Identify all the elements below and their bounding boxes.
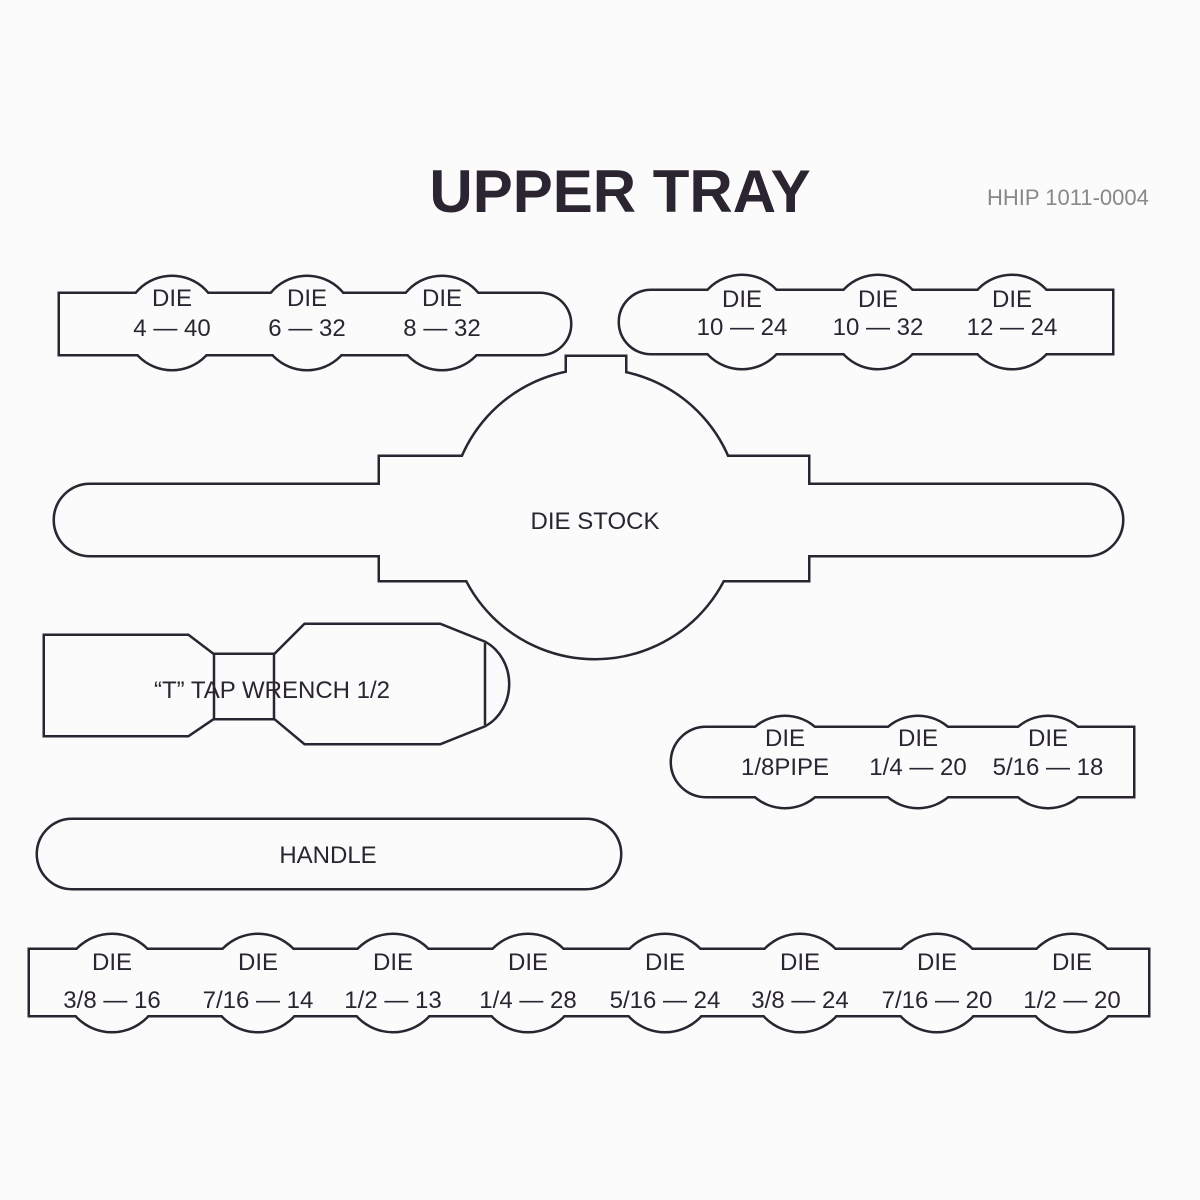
die-size: 12 — 24 [967,314,1058,341]
tray-title: UPPER TRAY [429,158,810,225]
die-slot-bottom-fill [480,935,576,1031]
die-slot-bottom-fill [752,935,848,1031]
die-label: DIE [238,949,278,976]
die-label: DIE [898,725,938,752]
die-size: 1/4 — 20 [869,754,966,781]
die-label: DIE [1052,949,1092,976]
die-size: 6 — 32 [268,315,345,342]
die-slot-bottom-fill [210,935,306,1031]
die-size: 4 — 40 [133,315,210,342]
die-slot-bottom-fill [64,935,160,1031]
die-size: 3/8 — 24 [751,987,848,1014]
die-slot-middle_right-fill [873,717,963,807]
die-slot-bottom-fill [889,935,985,1031]
die-slot-middle_right-fill [740,717,830,807]
die-size: 10 — 32 [833,314,924,341]
die-size: 5/16 — 24 [610,987,721,1014]
die-label: DIE [917,949,957,976]
die-slot-top_left-fill [261,277,353,369]
die-strip-top_right-end-fill [1050,291,1112,353]
die-label: DIE [780,949,820,976]
die-slot-bottom-fill [345,935,441,1031]
die-size: 3/8 — 16 [63,987,160,1014]
die-size: 1/2 — 20 [1023,987,1120,1014]
die-stock-tab-fill [567,357,625,397]
die-label: DIE [1028,725,1068,752]
die-strip-top_left-end-fill [60,294,120,354]
die-size: 5/16 — 18 [993,754,1104,781]
tap-wrench-label: “T” TAP WRENCH 1/2 [154,677,390,704]
die-label: DIE [287,285,327,312]
die-size: 8 — 32 [403,315,480,342]
part-number: HHIP 1011-0004 [987,185,1149,210]
die-slot-top_left-fill [396,277,488,369]
die-size: 1/4 — 28 [479,987,576,1014]
die-label: DIE [722,286,762,313]
die-label: DIE [508,949,548,976]
die-size: 7/16 — 20 [882,987,993,1014]
die-strip-middle_right-end-fill [1080,728,1133,796]
tap-wrench-fill [45,625,508,743]
die-label: DIE [858,286,898,313]
die-size: 10 — 24 [697,314,788,341]
die-stock-label: DIE STOCK [531,508,660,535]
die-label: DIE [152,285,192,312]
die-label: DIE [92,949,132,976]
handle-slot-fill [38,820,620,888]
die-slot-top_right-fill [696,276,788,368]
die-label: DIE [765,725,805,752]
die-slot-bottom-fill [1024,935,1120,1031]
die-slot-top_right-fill [966,276,1058,368]
die-label: DIE [422,285,462,312]
handle-label: HANDLE [279,842,376,869]
die-size: 1/8PIPE [741,754,829,781]
die-slot-middle_right-fill [1003,717,1093,807]
die-size: 1/2 — 13 [344,987,441,1014]
die-label: DIE [645,949,685,976]
die-size: 7/16 — 14 [203,987,314,1014]
die-slot-bottom-fill [617,935,713,1031]
die-label: DIE [992,286,1032,313]
die-label: DIE [373,949,413,976]
die-slot-top_left-fill [126,277,218,369]
die-slot-top_right-fill [832,276,924,368]
die-stock-head-fill [451,370,739,658]
